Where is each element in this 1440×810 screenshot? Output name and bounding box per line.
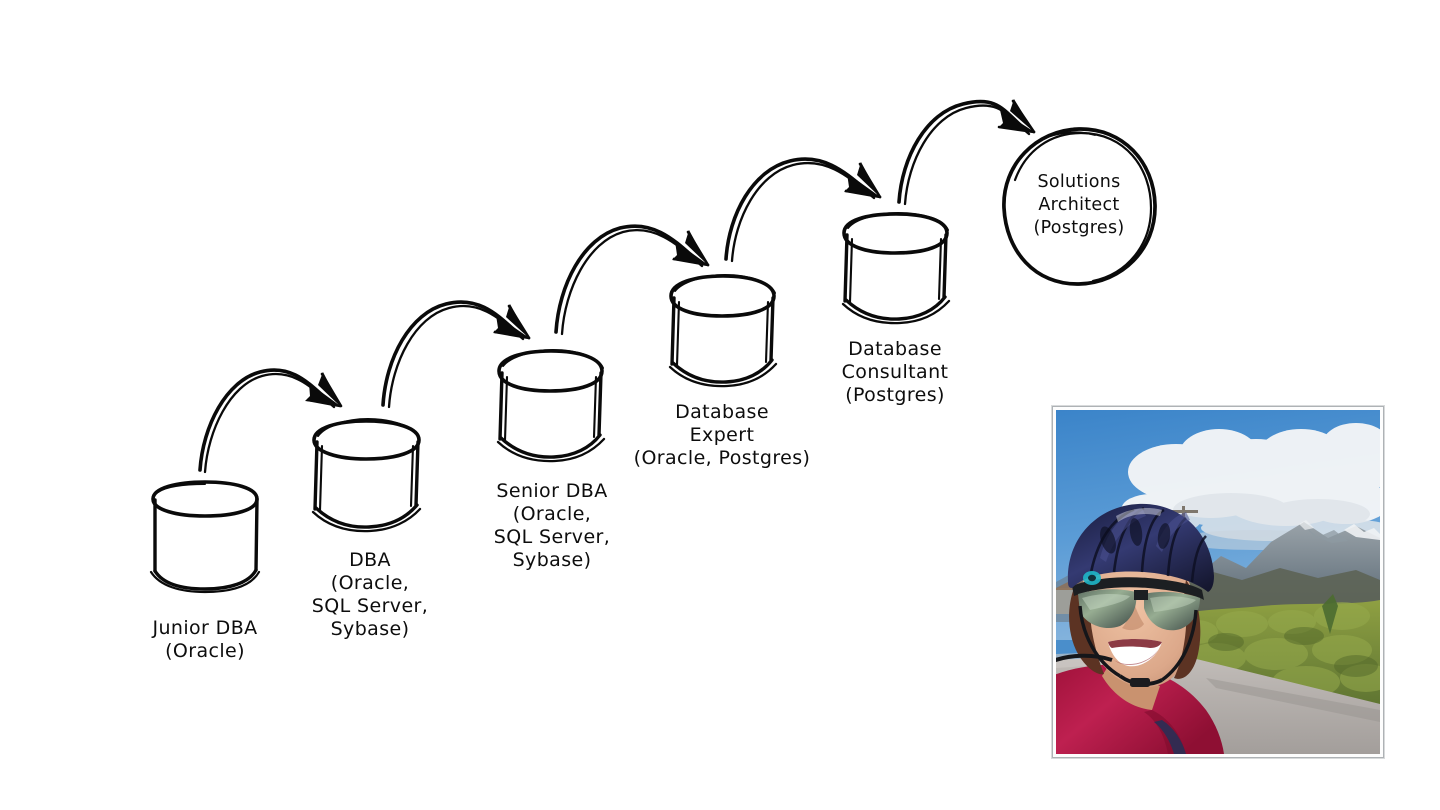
node-label-solutions-architect-line2: Architect [1038,195,1119,215]
node-label-database-consultant: Database [848,338,942,360]
node-label-junior-dba-line2: (Oracle) [165,640,245,662]
node-junior-dba[interactable]: Junior DBA (Oracle) [149,480,261,662]
arrow-dba-to-senior [381,300,531,409]
arrow-junior-to-dba [198,368,343,474]
node-label-dba: DBA [349,549,391,571]
node-label-solutions-architect-line3: (Postgres) [1033,218,1124,238]
node-label-senior-dba-line3: SQL Server, [494,526,610,548]
arrow-senior-to-expert [554,224,710,336]
arrow-consultant-to-architect [897,99,1036,206]
node-label-dba-line2: (Oracle, [331,572,409,594]
node-label-senior-dba-line2: (Oracle, [513,503,591,525]
node-senior-dba[interactable]: Senior DBA (Oracle, SQL Server, Sybase) [494,349,610,571]
node-label-senior-dba: Senior DBA [496,480,607,502]
node-solutions-architect[interactable]: Solutions Architect (Postgres) [1002,127,1157,286]
node-label-database-expert-line2: Expert [690,424,755,446]
node-label-database-consultant-line3: (Postgres) [845,384,945,406]
photo-content [1056,410,1380,754]
node-label-senior-dba-line4: Sybase) [513,549,592,571]
node-label-dba-line4: Sybase) [331,618,410,640]
node-dba[interactable]: DBA (Oracle, SQL Server, Sybase) [312,418,428,640]
cyclist-selfie-photo [1056,410,1380,754]
photo-frame [1052,406,1384,758]
node-label-solutions-architect: Solutions [1037,172,1120,192]
node-label-database-expert-line3: (Oracle, Postgres) [634,447,811,469]
arrow-expert-to-consultant [724,157,882,263]
node-label-database-consultant-line2: Consultant [842,361,949,383]
node-database-consultant[interactable]: Database Consultant (Postgres) [842,212,951,406]
node-label-database-expert: Database [675,401,769,423]
node-database-expert[interactable]: Database Expert (Oracle, Postgres) [634,274,811,469]
node-label-junior-dba: Junior DBA [151,617,257,639]
node-label-dba-line3: SQL Server, [312,595,428,617]
